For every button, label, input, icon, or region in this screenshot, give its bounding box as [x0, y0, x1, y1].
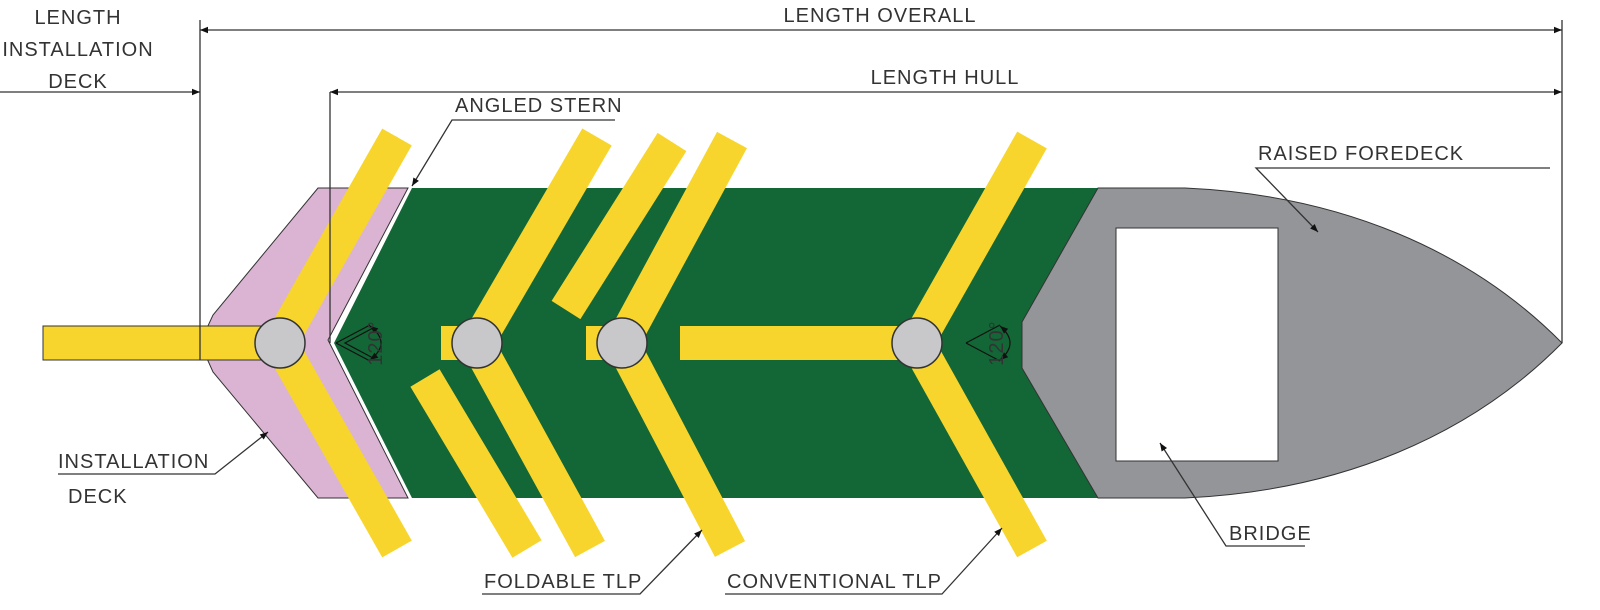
- angled-stern-callout: ANGLED STERN: [411, 95, 623, 187]
- length-installation-deck-label: LENGTH: [34, 7, 121, 29]
- foldable-tlp-callout: FOLDABLE TLP: [482, 529, 703, 595]
- installation-deck-callout: INSTALLATION DECK: [58, 431, 269, 508]
- raised-foredeck-label: RAISED FOREDECK: [1258, 143, 1464, 165]
- installation-deck-label: DECK: [68, 486, 128, 508]
- tlp-foldable-1: [410, 128, 612, 558]
- bridge-callout: BRIDGE: [1159, 442, 1312, 547]
- tlp-installation-deck: [42, 128, 412, 558]
- conventional-tlp-label: CONVENTIONAL TLP: [727, 571, 942, 593]
- conventional-tlp-callout: CONVENTIONAL TLP: [725, 527, 1003, 595]
- length-installation-deck-label: INSTALLATION: [2, 39, 153, 61]
- bow-angle-label: 120°: [986, 320, 1008, 365]
- tlp-foldable-2: [551, 131, 747, 557]
- bow-angle-annotation: 120°: [965, 320, 1011, 366]
- bridge-label: BRIDGE: [1229, 523, 1312, 545]
- tlp-conventional: [680, 131, 1047, 558]
- installation-deck-label: INSTALLATION: [58, 451, 209, 473]
- stern-angle-annotation: 120°: [335, 320, 387, 366]
- stern-angle-label: 120°: [365, 320, 387, 365]
- bridge: [1115, 227, 1279, 462]
- foldable-tlp-label: FOLDABLE TLP: [484, 571, 642, 593]
- length-hull-label: LENGTH HULL: [871, 67, 1020, 89]
- angled-stern-label: ANGLED STERN: [455, 95, 623, 117]
- raised-foredeck-callout: RAISED FOREDECK: [1254, 143, 1550, 233]
- length-installation-deck-label: DECK: [48, 71, 108, 93]
- raised-foredeck: [1021, 187, 1563, 499]
- length-overall-label: LENGTH OVERALL: [784, 5, 977, 27]
